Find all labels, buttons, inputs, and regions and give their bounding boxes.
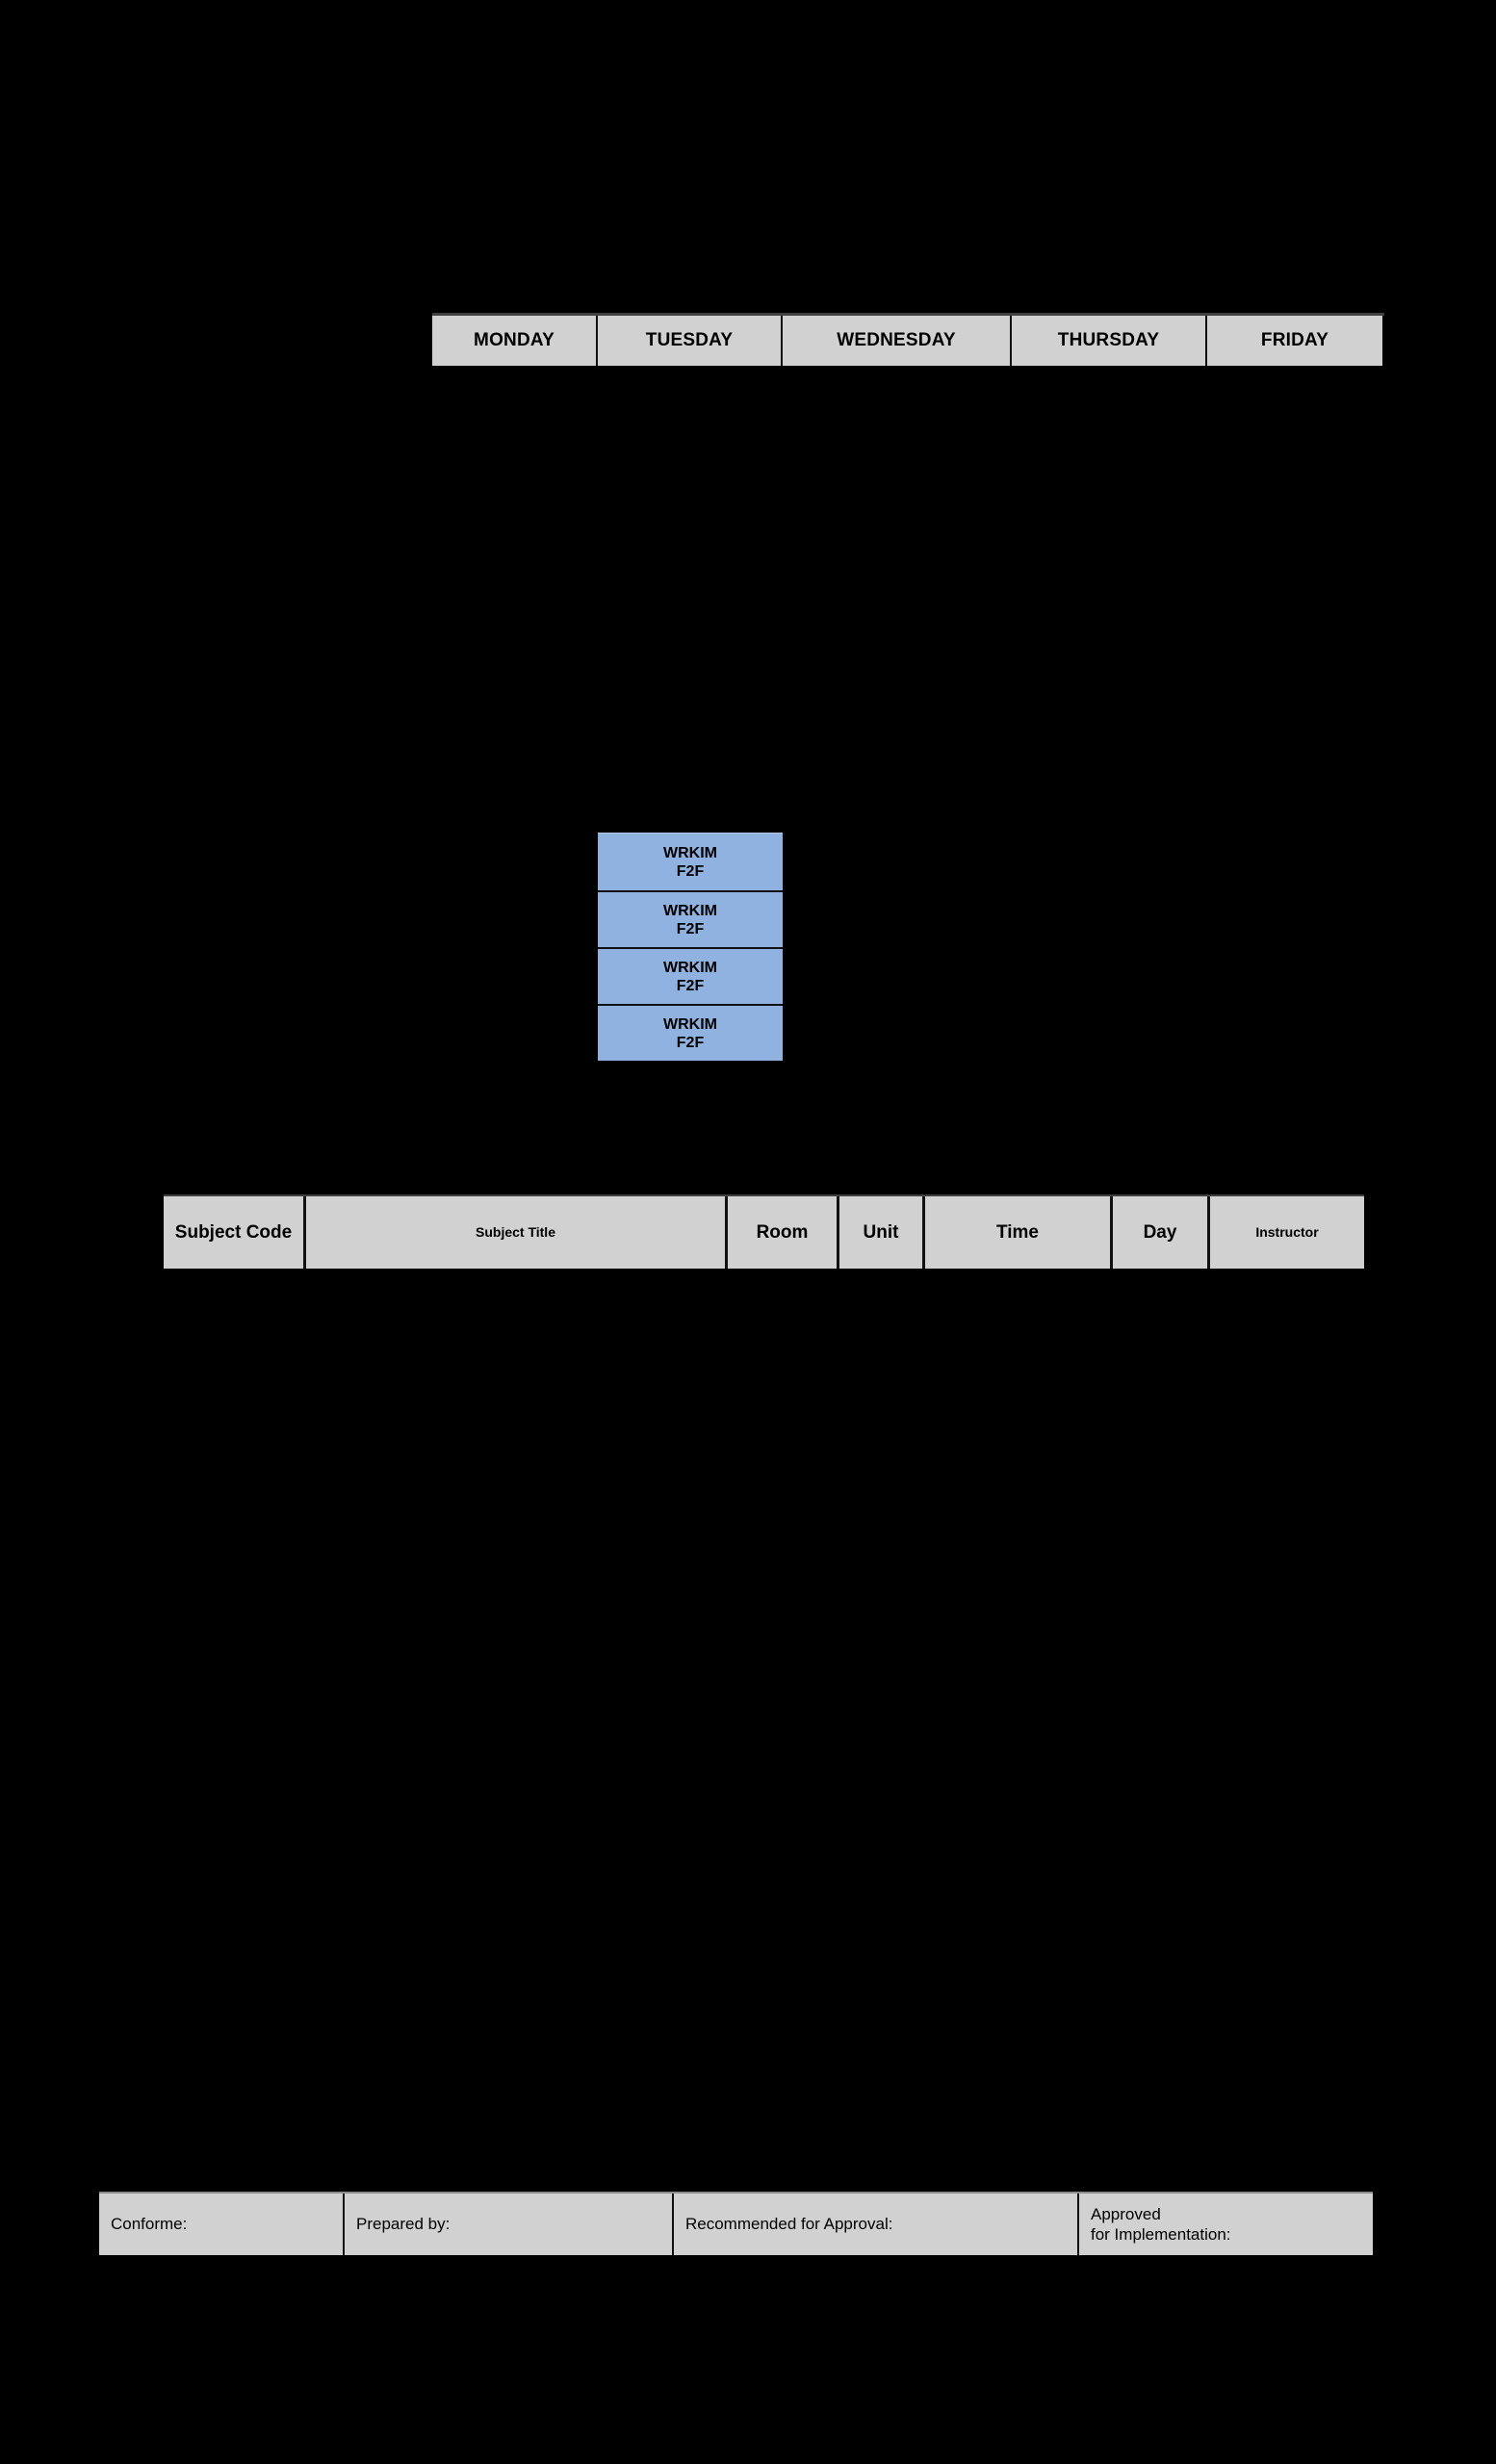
subject-table-header-row: Subject Code Subject Title Room Unit Tim… bbox=[164, 1194, 1364, 1269]
schedule-cell-line1: WRKIM bbox=[663, 844, 717, 861]
signature-cell-recommended-for-approval: Recommended for Approval: bbox=[672, 2194, 1077, 2255]
day-header-monday: MONDAY bbox=[432, 316, 596, 366]
weekly-day-header-row: MONDAY TUESDAY WEDNESDAY THURSDAY FRIDAY bbox=[432, 313, 1384, 366]
signature-cell-conforme: Conforme: bbox=[99, 2194, 343, 2255]
signature-cell-prepared-by: Prepared by: bbox=[343, 2194, 672, 2255]
schedule-cell-wrkim-f2f: WRKIM F2F bbox=[598, 890, 783, 947]
column-header-time: Time bbox=[922, 1196, 1110, 1269]
day-header-friday: FRIDAY bbox=[1205, 316, 1382, 366]
schedule-cell-line2: F2F bbox=[676, 977, 705, 994]
column-header-room: Room bbox=[725, 1196, 837, 1269]
column-header-day: Day bbox=[1110, 1196, 1207, 1269]
wrkim-schedule-block: WRKIM F2F WRKIM F2F WRKIM F2F WRKIM F2F bbox=[598, 833, 783, 1061]
schedule-cell-line2: F2F bbox=[676, 1034, 705, 1051]
schedule-cell-line2: F2F bbox=[676, 920, 705, 937]
column-header-instructor: Instructor bbox=[1207, 1196, 1364, 1269]
schedule-cell-wrkim-f2f: WRKIM F2F bbox=[598, 947, 783, 1004]
schedule-cell-line1: WRKIM bbox=[663, 959, 717, 976]
signature-cell-approved-for-implementation: Approved for Implementation: bbox=[1077, 2194, 1373, 2255]
schedule-cell-line2: F2F bbox=[676, 862, 705, 880]
column-header-unit: Unit bbox=[837, 1196, 922, 1269]
signature-row: Conforme: Prepared by: Recommended for A… bbox=[99, 2192, 1373, 2255]
schedule-cell-wrkim-f2f: WRKIM F2F bbox=[598, 1004, 783, 1061]
day-header-thursday: THURSDAY bbox=[1010, 316, 1205, 366]
schedule-cell-line1: WRKIM bbox=[663, 902, 717, 919]
schedule-cell-line1: WRKIM bbox=[663, 1015, 717, 1033]
day-header-wednesday: WEDNESDAY bbox=[781, 316, 1010, 366]
column-header-subject-code: Subject Code bbox=[164, 1196, 303, 1269]
schedule-cell-wrkim-f2f: WRKIM F2F bbox=[598, 834, 783, 890]
day-header-tuesday: TUESDAY bbox=[596, 316, 781, 366]
column-header-subject-title: Subject Title bbox=[303, 1196, 725, 1269]
